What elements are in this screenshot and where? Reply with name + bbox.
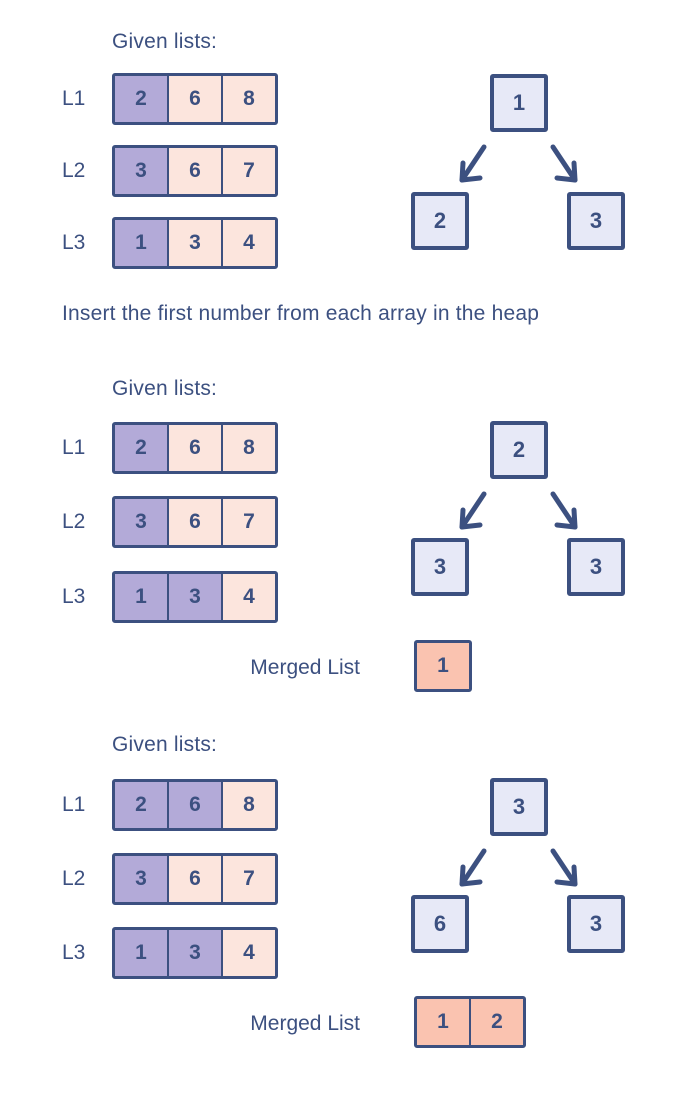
heap-root-node-step3: 3 [490, 778, 548, 836]
heap-right-child-node-step3: 3 [567, 895, 625, 953]
array-cell: 2 [115, 782, 167, 828]
array-cell: 3 [169, 930, 221, 976]
array-cell: 6 [169, 499, 221, 545]
list-label-l3-step3: L3 [62, 941, 86, 964]
merged-list-row-step2: 1 [414, 640, 472, 692]
heap-edge-arrows-step2 [459, 491, 578, 530]
array-cell: 6 [169, 425, 221, 471]
array-cell: 2 [115, 425, 167, 471]
array-cell: 6 [169, 76, 221, 122]
given-lists-heading-3: Given lists: [112, 733, 218, 756]
list-label-l2-step3: L2 [62, 867, 86, 890]
array-cell: 4 [223, 220, 275, 266]
array-cell: 8 [223, 425, 275, 471]
array-row-l3-step1: 1 3 4 [112, 217, 278, 269]
array-cell: 8 [223, 76, 275, 122]
array-row-l2-step3: 3 6 7 [112, 853, 278, 905]
merged-cell: 1 [417, 643, 469, 689]
heap-right-child-node-step1: 3 [567, 192, 625, 250]
list-label-l1-step2: L1 [62, 436, 86, 459]
merged-list-label-step3: Merged List [250, 1012, 360, 1035]
list-label-l2-step2: L2 [62, 510, 86, 533]
array-cell: 3 [115, 499, 167, 545]
array-cell: 8 [223, 782, 275, 828]
heap-right-child-node-step2: 3 [567, 538, 625, 596]
given-lists-heading-1: Given lists: [112, 30, 218, 53]
merged-cell: 2 [471, 999, 523, 1045]
heap-root-node-step2: 2 [490, 421, 548, 479]
merged-cell: 1 [417, 999, 469, 1045]
heap-left-child-node-step1: 2 [411, 192, 469, 250]
list-label-l1-step3: L1 [62, 793, 86, 816]
heap-root-node-step1: 1 [490, 74, 548, 132]
heap-edge-arrows-step3 [459, 848, 578, 887]
array-cell: 7 [223, 499, 275, 545]
array-cell: 3 [169, 220, 221, 266]
array-cell: 3 [169, 574, 221, 620]
step-1-caption: Insert the first number from each array … [62, 302, 540, 325]
array-row-l1-step2: 2 6 8 [112, 422, 278, 474]
array-cell: 6 [169, 856, 221, 902]
array-cell: 6 [169, 782, 221, 828]
array-cell: 1 [115, 574, 167, 620]
array-row-l3-step3: 1 3 4 [112, 927, 278, 979]
array-cell: 3 [115, 856, 167, 902]
array-row-l2-step1: 3 6 7 [112, 145, 278, 197]
array-cell: 7 [223, 856, 275, 902]
array-cell: 1 [115, 930, 167, 976]
array-row-l1-step3: 2 6 8 [112, 779, 278, 831]
merged-list-row-step3: 1 2 [414, 996, 526, 1048]
list-label-l3-step2: L3 [62, 585, 86, 608]
heap-edge-arrows-step1 [459, 144, 578, 183]
list-label-l2-step1: L2 [62, 159, 86, 182]
merged-list-label-step2: Merged List [250, 656, 360, 679]
array-cell: 1 [115, 220, 167, 266]
array-row-l3-step2: 1 3 4 [112, 571, 278, 623]
array-row-l2-step2: 3 6 7 [112, 496, 278, 548]
list-label-l3-step1: L3 [62, 231, 86, 254]
array-cell: 7 [223, 148, 275, 194]
heap-left-child-node-step2: 3 [411, 538, 469, 596]
array-cell: 6 [169, 148, 221, 194]
array-cell: 3 [115, 148, 167, 194]
array-cell: 4 [223, 574, 275, 620]
given-lists-heading-2: Given lists: [112, 377, 218, 400]
array-cell: 4 [223, 930, 275, 976]
array-cell: 2 [115, 76, 167, 122]
list-label-l1-step1: L1 [62, 87, 86, 110]
array-row-l1-step1: 2 6 8 [112, 73, 278, 125]
heap-left-child-node-step3: 6 [411, 895, 469, 953]
